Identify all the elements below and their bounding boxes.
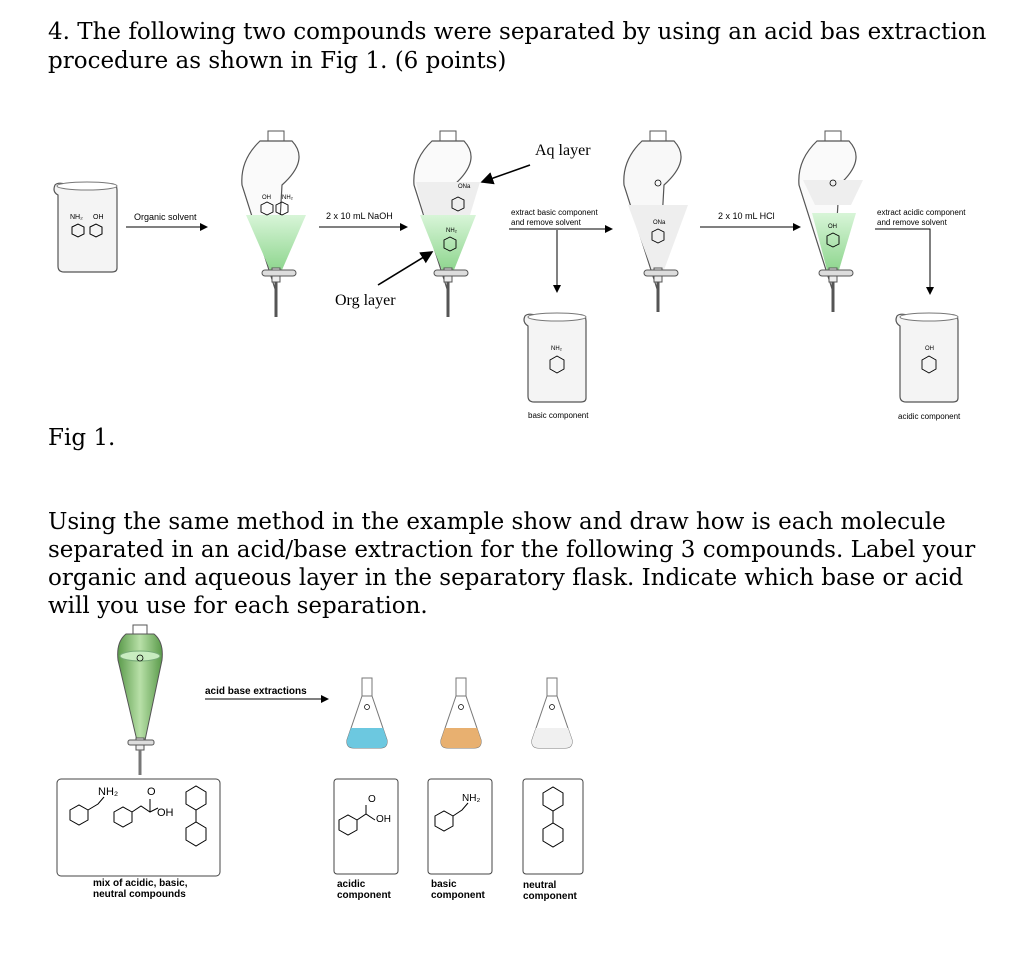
- mix-o: O: [147, 786, 156, 798]
- step3-label-1: extract basic component: [511, 208, 598, 217]
- mix-box: NH₂ O OH: [56, 778, 221, 877]
- mix-nh2: NH₂: [98, 786, 118, 798]
- beaker-label-oh: OH: [93, 214, 104, 221]
- funnel-4: OH: [798, 130, 863, 312]
- arrow-5: [875, 228, 934, 295]
- acidic-caption-1: acidic: [337, 879, 366, 890]
- step5-label-1: extract acidic component: [877, 208, 966, 217]
- acidic-caption-2: component: [337, 890, 392, 901]
- acidic-oh: OH: [376, 814, 391, 825]
- funnel4-label: OH: [828, 224, 837, 230]
- flask-clear: [531, 677, 573, 749]
- funnel2-label-ona: ONa: [458, 184, 471, 190]
- neutral-caption-1: neutral: [523, 880, 557, 891]
- mix-caption-1: mix of acidic, basic,: [93, 878, 188, 889]
- neutral-box: [522, 778, 584, 875]
- basic-caption-2: component: [431, 890, 486, 901]
- funnel-1: OH NH₂: [241, 130, 306, 317]
- funnel3-label: ONa: [653, 220, 666, 226]
- instructions-text: Using the same method in the example sho…: [48, 509, 976, 619]
- fig1-caption: Fig 1.: [48, 425, 116, 451]
- acidic-o: O: [368, 794, 376, 805]
- flask-blue: [346, 677, 388, 749]
- neutral-caption-2: component: [523, 891, 578, 902]
- funnel1-label-nh2: NH₂: [282, 195, 294, 201]
- acidic-beaker-label: OH: [925, 346, 934, 352]
- aq-layer-arrow: [480, 164, 531, 185]
- org-layer-label: Org layer: [335, 292, 396, 309]
- aq-layer-label: Aq layer: [535, 142, 591, 159]
- mix-caption-2: neutral compounds: [93, 889, 186, 900]
- question-text: 4. The following two compounds were sepa…: [48, 19, 987, 74]
- mix-funnel: [117, 624, 163, 775]
- acidic-beaker: OH: [895, 312, 959, 403]
- step4-label: 2 x 10 mL HCl: [718, 211, 775, 221]
- basic-caption-1: basic: [431, 879, 457, 890]
- step2-label: 2 x 10 mL NaOH: [326, 211, 393, 221]
- beaker-label-nh2: NH₂: [70, 214, 83, 221]
- step5-label-2: and remove solvent: [877, 218, 948, 227]
- funnel2-label-nh2: NH₂: [446, 228, 458, 234]
- acid-base-extractions-label: acid base extractions: [205, 686, 307, 697]
- mix-oh: OH: [157, 807, 174, 819]
- step1-label: Organic solvent: [134, 212, 197, 222]
- basic-box: NH₂: [427, 778, 493, 875]
- basic-beaker: NH₂: [523, 312, 587, 403]
- basic-nh2: NH₂: [462, 793, 480, 804]
- start-beaker: NH₂ OH: [53, 181, 118, 273]
- org-layer-arrow: [377, 251, 434, 286]
- funnel-3: ONa: [623, 130, 688, 312]
- acidic-component-caption: acidic component: [898, 412, 961, 421]
- acidic-box: O OH: [333, 778, 399, 875]
- funnel1-label-oh: OH: [262, 195, 271, 201]
- flask-orange: [440, 677, 482, 749]
- basic-beaker-label: NH₂: [551, 346, 563, 352]
- basic-component-caption: basic component: [528, 411, 589, 420]
- funnel-2: ONa NH₂: [413, 130, 480, 317]
- step3-label-2: and remove solvent: [511, 218, 582, 227]
